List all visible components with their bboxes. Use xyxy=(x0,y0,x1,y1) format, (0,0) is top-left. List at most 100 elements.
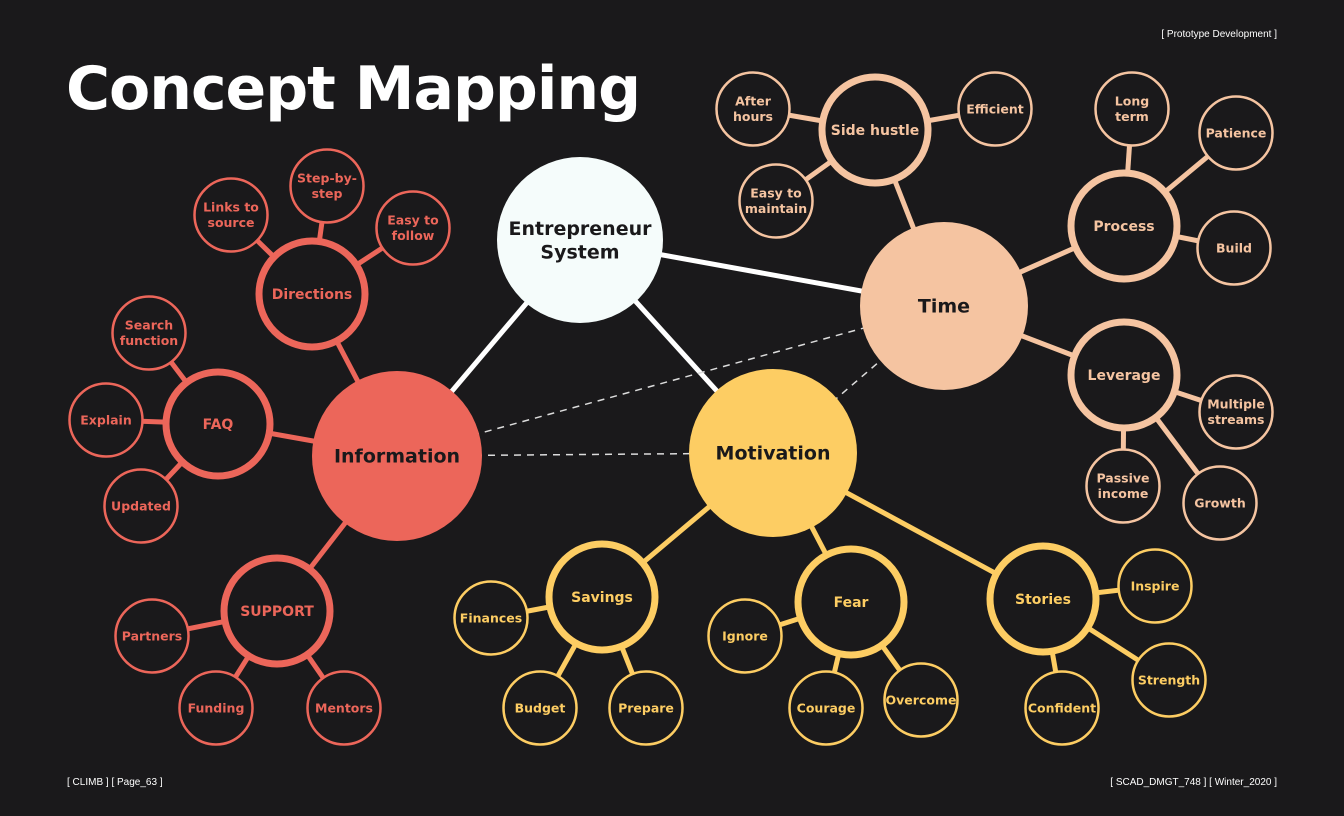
node-partners-circle xyxy=(114,598,190,674)
node-support-circle xyxy=(220,554,334,668)
node-sidehustle: Side hustle xyxy=(818,73,932,187)
node-funding: Funding xyxy=(178,670,254,746)
node-directions-circle xyxy=(255,237,369,351)
node-stories-circle xyxy=(986,542,1100,656)
node-faq-circle xyxy=(162,368,274,480)
edge-information-time xyxy=(396,305,945,457)
node-directions-label: Directions xyxy=(272,287,353,303)
node-inspire-label: Inspire xyxy=(1131,578,1180,593)
node-process-label: Process xyxy=(1093,219,1154,235)
node-efficient-circle xyxy=(957,71,1033,147)
node-ignore-label: Ignore xyxy=(722,628,768,643)
node-confident-label: Confident xyxy=(1028,700,1096,715)
node-directions: Directions xyxy=(255,237,369,351)
node-strength-circle xyxy=(1131,642,1207,718)
node-inspire: Inspire xyxy=(1117,548,1193,624)
node-finances-circle xyxy=(453,580,529,656)
node-stepbystep: Step-by-step xyxy=(289,148,365,224)
node-budget: Budget xyxy=(502,670,578,746)
node-inspire-circle xyxy=(1117,548,1193,624)
node-explain-circle xyxy=(68,382,144,458)
node-easymaintain-circle xyxy=(738,163,814,239)
node-overcome: Overcome xyxy=(883,662,959,738)
node-prepare: Prepare xyxy=(608,670,684,746)
node-strength-label: Strength xyxy=(1138,672,1200,687)
node-efficient-label: Efficient xyxy=(966,101,1024,116)
node-process: Process xyxy=(1067,169,1181,283)
node-partners-label: Partners xyxy=(122,628,182,643)
node-ignore-circle xyxy=(707,598,783,674)
node-information-circle xyxy=(312,371,482,541)
footer-page-info: [ CLIMB ] [ Page_63 ] xyxy=(67,777,163,788)
node-sidehustle-circle xyxy=(818,73,932,187)
node-updated: Updated xyxy=(103,468,179,544)
node-search-circle xyxy=(111,295,187,371)
node-patience-circle xyxy=(1198,95,1274,171)
node-build-circle xyxy=(1196,210,1272,286)
node-overcome-label: Overcome xyxy=(886,692,957,707)
node-updated-circle xyxy=(103,468,179,544)
node-explain-label: Explain xyxy=(80,412,131,427)
node-faq-label: FAQ xyxy=(203,417,234,433)
node-savings-label: Savings xyxy=(571,590,633,606)
node-confident: Confident xyxy=(1024,670,1100,746)
node-mentors-label: Mentors xyxy=(315,700,373,715)
node-information: Information xyxy=(312,371,482,541)
node-passive-circle xyxy=(1085,448,1161,524)
node-savings: Savings xyxy=(545,540,659,654)
node-time-circle xyxy=(860,222,1028,390)
node-mentors-circle xyxy=(306,670,382,746)
node-finances: Finances xyxy=(453,580,529,656)
node-stories-label: Stories xyxy=(1015,592,1071,608)
node-sidehustle-label: Side hustle xyxy=(831,123,920,139)
node-efficient: Efficient xyxy=(957,71,1033,147)
node-time-label: Time xyxy=(918,296,970,318)
node-growth-label: Growth xyxy=(1194,495,1245,510)
node-budget-circle xyxy=(502,670,578,746)
node-easyfollow-circle xyxy=(375,190,451,266)
node-funding-circle xyxy=(178,670,254,746)
node-finances-label: Finances xyxy=(460,610,522,625)
node-patience-label: Patience xyxy=(1206,125,1267,140)
node-prepare-label: Prepare xyxy=(618,700,674,715)
node-build: Build xyxy=(1196,210,1272,286)
node-leverage-circle xyxy=(1067,318,1181,432)
node-links-circle xyxy=(193,177,269,253)
node-courage: Courage xyxy=(788,670,864,746)
node-patience: Patience xyxy=(1198,95,1274,171)
node-entrepreneur-circle xyxy=(497,157,663,323)
node-explain: Explain xyxy=(68,382,144,458)
node-afterhours-circle xyxy=(715,71,791,147)
section-tag: [ Prototype Development ] xyxy=(1161,29,1277,40)
node-confident-circle xyxy=(1024,670,1100,746)
node-partners: Partners xyxy=(114,598,190,674)
node-support: SUPPORT xyxy=(220,554,334,668)
node-updated-label: Updated xyxy=(111,498,171,513)
node-fear: Fear xyxy=(794,545,908,659)
node-growth: Growth xyxy=(1182,465,1258,541)
node-multiple-circle xyxy=(1198,374,1274,450)
page-title: Concept Mapping xyxy=(66,54,641,124)
node-ignore: Ignore xyxy=(707,598,783,674)
node-stepbystep-circle xyxy=(289,148,365,224)
node-strength: Strength xyxy=(1131,642,1207,718)
node-leverage-label: Leverage xyxy=(1088,368,1161,384)
